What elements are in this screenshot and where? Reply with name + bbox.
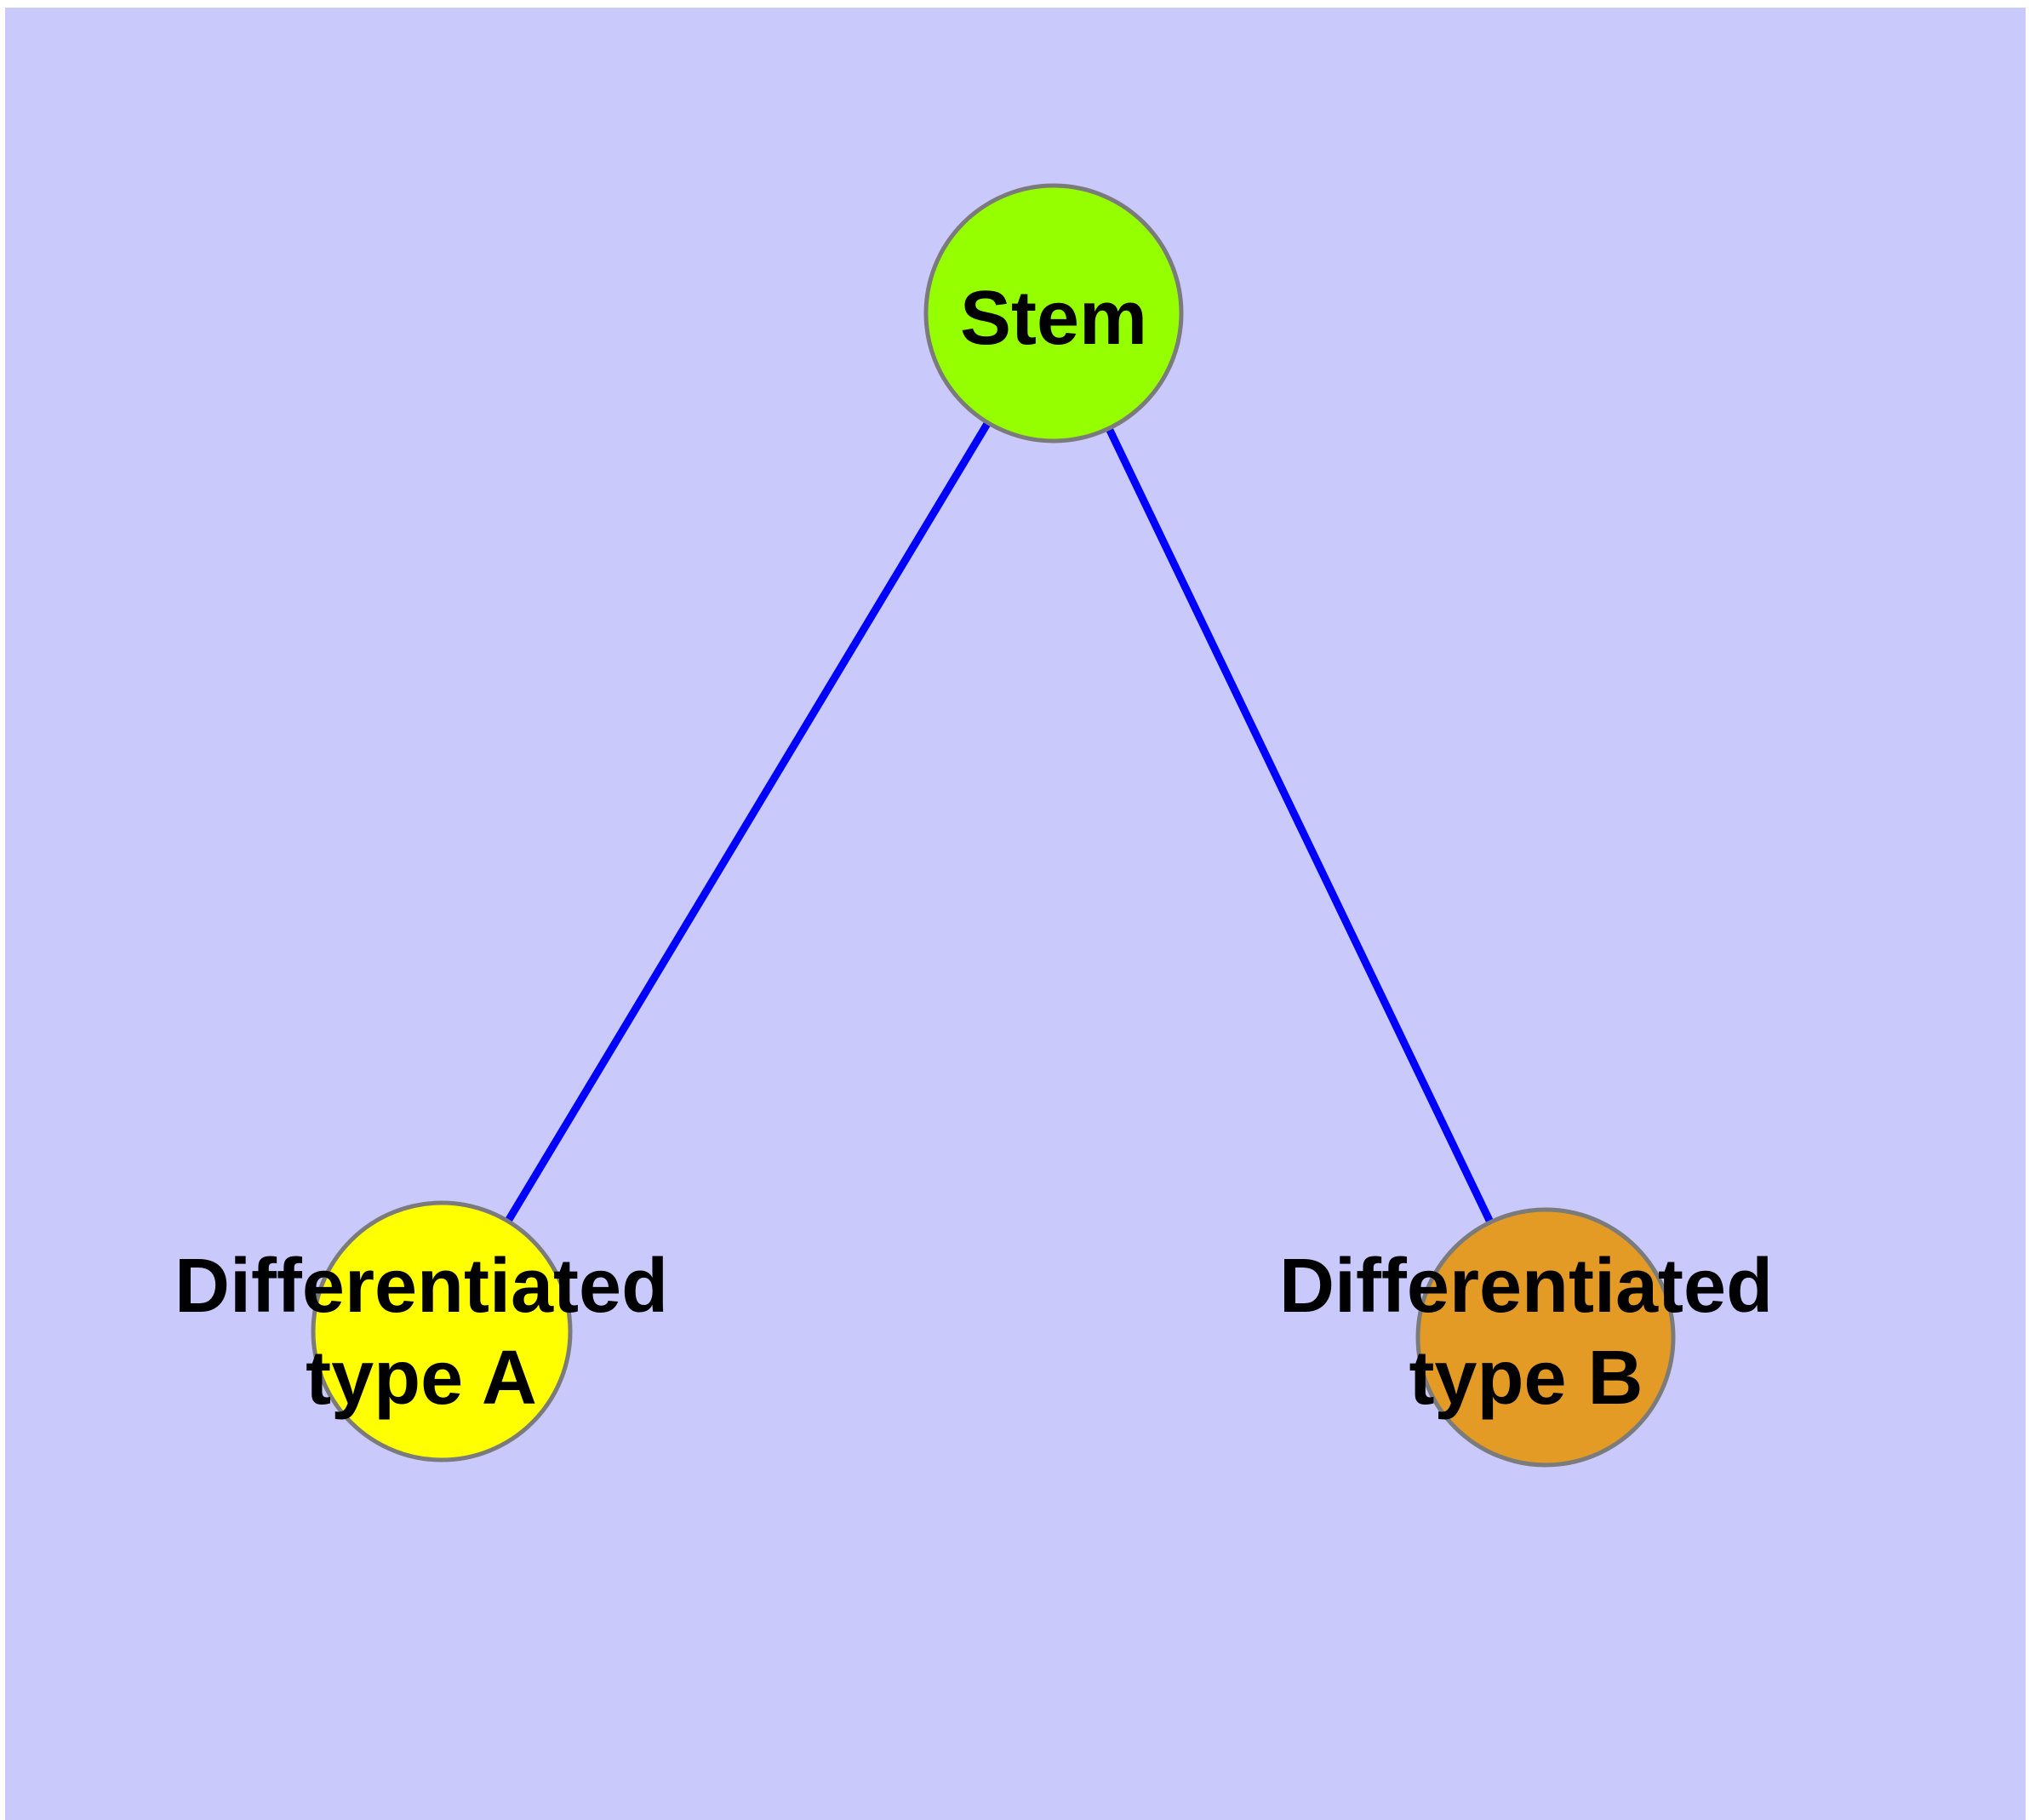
- node-stem-circle: [923, 183, 1184, 444]
- node-type-b-circle: [1415, 1207, 1676, 1468]
- node-stem-label: Stem: [960, 272, 1147, 364]
- node-type-a-label-line-2: type A: [306, 1335, 537, 1421]
- node-type-a-circle: [311, 1200, 573, 1462]
- node-type-b-label-line-1: Differentiated: [1278, 1243, 1774, 1329]
- node-type-b-label-line-2: type B: [1409, 1335, 1643, 1421]
- edge-stem-type-b: [1049, 309, 1550, 1342]
- node-type-a-label-line-1: Differentiated: [174, 1243, 669, 1329]
- edge-stem-type-a: [437, 309, 1058, 1336]
- node-stem-label-line-1: Stem: [959, 275, 1148, 361]
